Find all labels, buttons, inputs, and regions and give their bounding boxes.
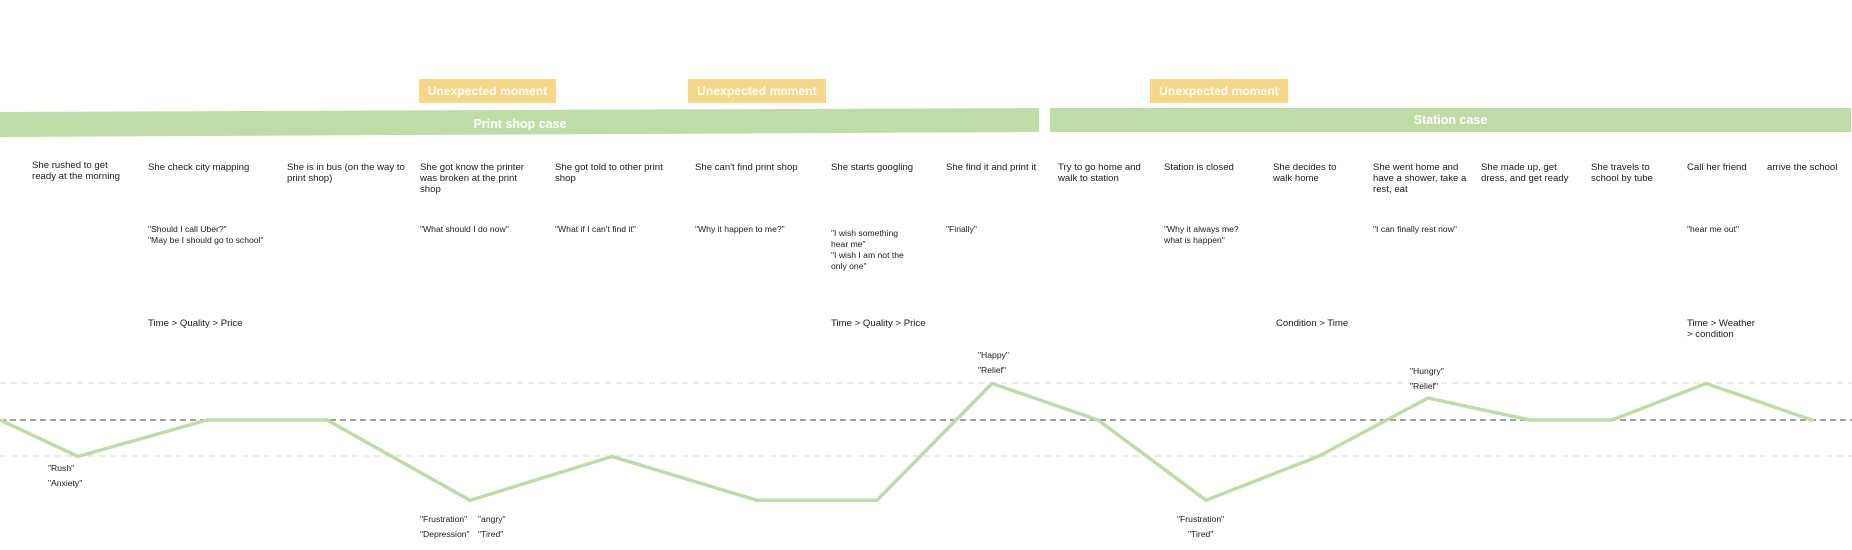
emotion-curve-segment: [1316, 396, 1430, 459]
emotion-curve-segment: [76, 418, 209, 459]
priority-note: Condition > Time: [1276, 318, 1349, 329]
journey-step: She can't find print shop: [695, 162, 798, 173]
emotion-label: "Tired": [478, 529, 504, 539]
emotion-curve-segment: [0, 418, 80, 459]
emotion-label: "Hungry": [1410, 366, 1444, 376]
emotion-curve-segment: [610, 454, 759, 503]
journey-step: She got told to other print shop: [555, 162, 663, 184]
emotion-label: "Frustration": [1177, 514, 1225, 524]
journey-step: Station is closed: [1164, 162, 1234, 173]
emotion-curve-segment: [1610, 381, 1708, 422]
emotion-curve-segment: [875, 381, 994, 503]
journey-step: She made up, get dress, and get ready: [1481, 162, 1569, 184]
emotion-label: "angry": [478, 514, 506, 524]
unexpected-moment-tag: Unexpected moment: [688, 79, 826, 103]
print-shop-band-shape: [0, 108, 1039, 137]
emotion-label: "Relief": [978, 365, 1007, 375]
thought-quote: "I wish something hear me" "I wish I am …: [831, 228, 904, 271]
priority-note: Time > Quality > Price: [148, 318, 243, 329]
priority-note: Time > Quality > Price: [831, 318, 926, 329]
journey-step: She got know the printer was broken at t…: [420, 162, 524, 195]
print-shop-case-label: Print shop case: [473, 117, 567, 131]
emotion-label: "Rush": [48, 463, 75, 473]
thought-quote: "Why it happen to me?": [695, 224, 785, 234]
priority-note: Time > Weather > condition: [1687, 318, 1755, 340]
thought-quote: "Should I call Uber?" "May be I should g…: [148, 224, 264, 245]
journey-step: Try to go home and walk to station: [1058, 162, 1141, 184]
journey-step: She decides to walk home: [1273, 162, 1337, 184]
unexpected-moment-tag: Unexpected moment: [419, 79, 556, 103]
emotion-curve-segment: [325, 418, 472, 503]
thought-quote: "Why it always me? what is happen": [1164, 224, 1239, 245]
emotion-label: "Relief": [1410, 381, 1439, 391]
journey-step: She went home and have a shower, take a …: [1373, 162, 1467, 195]
journey-step: She travels to school by tube: [1591, 162, 1653, 184]
emotion-label: "Anxiety": [48, 478, 83, 488]
thought-quote: "Finally": [946, 224, 977, 234]
journey-step: She starts googling: [831, 162, 914, 173]
thought-quote: "What if I can't find it": [555, 224, 636, 234]
journey-step: She rushed to get ready at the morning: [32, 160, 120, 182]
emotion-label: "Depression": [420, 529, 470, 539]
thought-quote: "I can finally rest now": [1373, 224, 1457, 234]
journey-step: arrive the school: [1767, 162, 1838, 173]
station-case-label: Station case: [1413, 113, 1488, 127]
emotion-label: "Frustration": [420, 514, 468, 524]
journey-step: She is in bus (on the way to print shop): [287, 162, 405, 184]
thought-quote: "hear me out": [1687, 224, 1739, 234]
emotion-curve-segment: [1096, 418, 1208, 503]
emotion-label: "Happy": [978, 350, 1009, 360]
journey-step: She find it and print it: [946, 162, 1037, 173]
unexpected-moment-tag: Unexpected moment: [1150, 79, 1288, 103]
emotion-curve-segment: [1704, 381, 1814, 422]
emotion-curve-segment: [1426, 396, 1532, 422]
emotion-label: "Tired": [1188, 529, 1214, 539]
emotion-curve-segment: [990, 381, 1100, 422]
thought-quote: "What should I do now": [420, 224, 509, 234]
station-band-shape: [1050, 108, 1851, 132]
emotion-curve-segment: [468, 454, 614, 503]
journey-step: Call her friend: [1687, 162, 1747, 173]
journey-step: She check city mapping: [148, 162, 250, 173]
emotion-curve-segment: [1204, 454, 1320, 503]
